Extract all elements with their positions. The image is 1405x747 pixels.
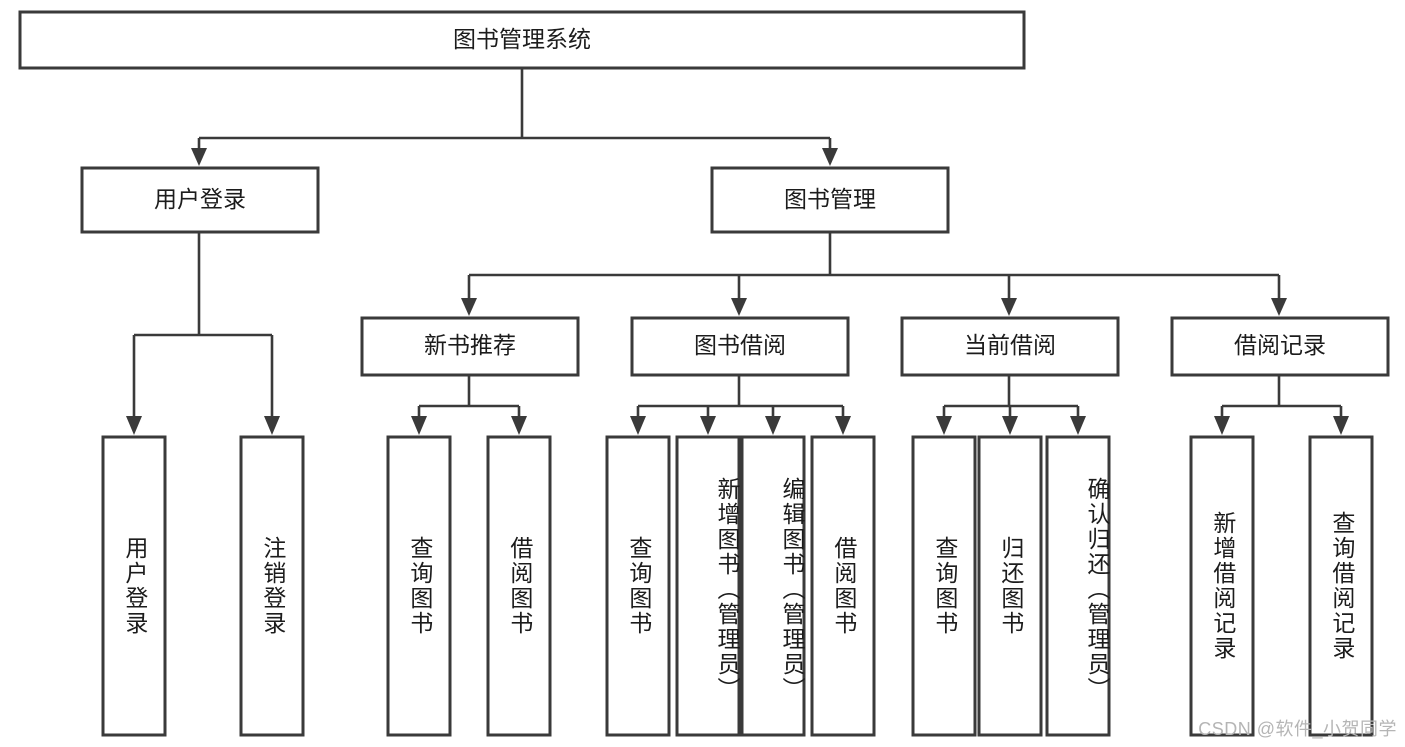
node-leaf-query-book-3-box[interactable]	[911, 435, 977, 737]
node-book-borrow-label: 图书借阅	[694, 332, 786, 358]
node-leaf-query-book-3-label: 查询图书	[931, 536, 958, 636]
node-current-borrow[interactable]: 当前借阅	[900, 316, 1120, 377]
arrow-head-icon	[461, 298, 477, 316]
node-leaf-logout-login-box[interactable]	[239, 435, 305, 737]
node-leaf-edit-book-label: 编辑图书（管理员）	[779, 476, 805, 702]
node-borrow-record[interactable]: 借阅记录	[1170, 316, 1390, 377]
node-leaf-add-book-label: 新增图书（管理员）	[714, 476, 740, 702]
node-new-book-recommend-label: 新书推荐	[424, 332, 516, 358]
node-user-login-box[interactable]	[80, 166, 320, 234]
arrow-head-icon	[835, 416, 851, 435]
node-leaf-user-login-label: 用户登录	[121, 536, 148, 636]
arrow-head-icon	[1001, 298, 1017, 316]
node-leaf-confirm-return-label: 确认归还（管理员）	[1084, 476, 1110, 702]
watermark-text: CSDN @软件_小贺同学	[1198, 719, 1397, 739]
node-user-login-label: 用户登录	[154, 186, 246, 212]
node-borrow-record-box[interactable]	[1170, 316, 1390, 377]
node-book-management-box[interactable]	[710, 166, 950, 234]
arrow-head-icon	[264, 416, 280, 435]
arrow-head-icon	[765, 416, 781, 435]
node-leaf-edit-book-box[interactable]	[740, 435, 806, 737]
node-leaf-query-book-1-box[interactable]	[386, 435, 452, 737]
node-user-login[interactable]: 用户登录	[80, 166, 320, 234]
leaf-boxes-layer	[101, 435, 1374, 737]
node-leaf-borrow-book-2-box[interactable]	[810, 435, 876, 737]
node-leaf-add-record-box[interactable]	[1189, 435, 1255, 737]
node-leaf-confirm-return-box[interactable]	[1045, 435, 1111, 737]
node-leaf-borrow-book-1-label: 借阅图书	[506, 536, 533, 636]
arrow-head-icon	[630, 416, 646, 435]
node-book-borrow-box[interactable]	[630, 316, 850, 377]
node-new-book-recommend[interactable]: 新书推荐	[360, 316, 580, 377]
node-book-management-label: 图书管理	[784, 186, 876, 212]
arrow-head-icon	[1070, 416, 1086, 435]
node-current-borrow-label: 当前借阅	[964, 332, 1056, 358]
arrow-head-icon	[1002, 416, 1018, 435]
node-leaf-logout-login-label: 注销登录	[259, 536, 286, 636]
arrow-head-icon	[511, 416, 527, 435]
node-leaf-return-book-box[interactable]	[977, 435, 1043, 737]
arrow-head-icon	[731, 298, 747, 316]
node-leaf-query-book-1-label: 查询图书	[406, 536, 433, 636]
node-leaf-user-login-box[interactable]	[101, 435, 167, 737]
node-leaf-query-record-label: 查询借阅记录	[1328, 511, 1355, 661]
arrow-head-icon	[126, 416, 142, 435]
node-root[interactable]: 图书管理系统	[18, 10, 1026, 70]
node-root-box[interactable]	[18, 10, 1026, 70]
node-leaf-borrow-book-1-box[interactable]	[486, 435, 552, 737]
arrow-head-icon	[1333, 416, 1349, 435]
connectors-layer	[126, 68, 1349, 435]
arrow-head-icon	[700, 416, 716, 435]
arrow-head-icon	[1214, 416, 1230, 435]
arrow-head-icon	[936, 416, 952, 435]
arrow-head-icon	[191, 148, 207, 166]
arrow-head-icon	[822, 148, 838, 166]
node-borrow-record-label: 借阅记录	[1234, 332, 1326, 358]
node-leaf-query-record-box[interactable]	[1308, 435, 1374, 737]
node-leaf-return-book-label: 归还图书	[997, 536, 1024, 636]
node-leaf-add-record-label: 新增借阅记录	[1209, 511, 1236, 661]
node-root-label: 图书管理系统	[453, 26, 591, 52]
arrow-head-icon	[1271, 298, 1287, 316]
node-book-management[interactable]: 图书管理	[710, 166, 950, 234]
node-new-book-recommend-box[interactable]	[360, 316, 580, 377]
node-leaf-query-book-2-label: 查询图书	[625, 536, 652, 636]
node-leaf-query-book-2-box[interactable]	[605, 435, 671, 737]
node-leaf-borrow-book-2-label: 借阅图书	[830, 536, 857, 636]
node-book-borrow[interactable]: 图书借阅	[630, 316, 850, 377]
arrow-head-icon	[411, 416, 427, 435]
node-current-borrow-box[interactable]	[900, 316, 1120, 377]
node-leaf-add-book-box[interactable]	[675, 435, 741, 737]
